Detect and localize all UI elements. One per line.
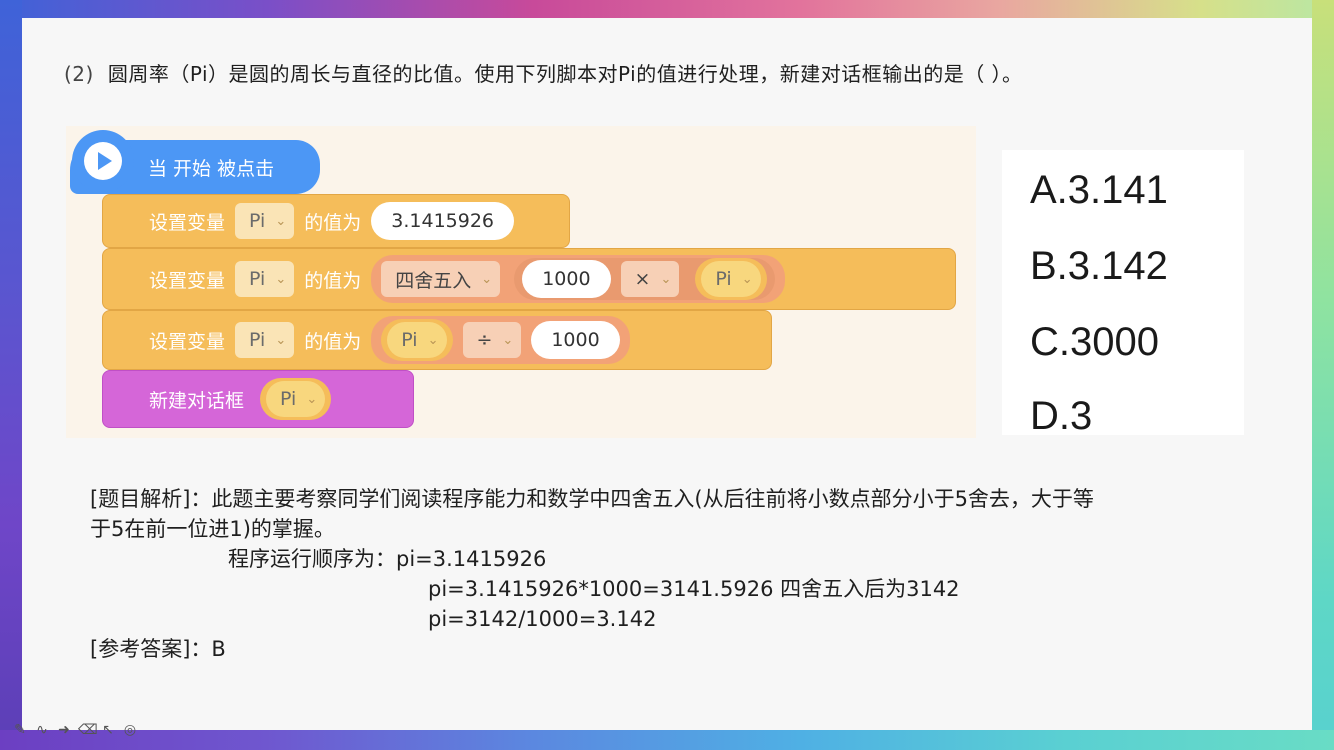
- chevron-down-icon: ⌄: [306, 391, 318, 407]
- reference-answer: [参考答案]：B: [90, 637, 226, 661]
- var-name: Pi: [249, 210, 266, 232]
- var-name: Pi: [280, 388, 297, 410]
- chevron-down-icon: ⌄: [275, 332, 287, 348]
- slide: (2) 圆周率（Pi）是圆的周长与直径的比值。使用下列脚本对Pi的值进行处理，新建…: [22, 18, 1312, 730]
- option-d[interactable]: D.3: [1030, 394, 1093, 438]
- annotation-toolbar: ✎ ∿ ➜ ⌫ ↖ ◎: [12, 722, 138, 738]
- var-dropdown[interactable]: Pi ⌄: [266, 381, 326, 417]
- run-order-step-2: pi=3.1415926*1000=3141.5926 四舍五入后为3142: [428, 577, 960, 601]
- value-input[interactable]: 3.1415926: [371, 202, 515, 240]
- hat-label: 当 开始 被点击: [148, 157, 275, 180]
- play-icon: [72, 130, 134, 192]
- set-variable-block-2[interactable]: 设置变量 Pi⌄ 的值为 四舍五入⌄ 1000 ×⌄ Pi⌄: [102, 248, 956, 310]
- value-of-label: 的值为: [304, 211, 362, 234]
- pi-reporter[interactable]: Pi ⌄: [381, 319, 453, 361]
- question-body: 圆周率（Pi）是圆的周长与直径的比值。使用下列脚本对Pi的值进行处理，新建对话框…: [107, 62, 1023, 86]
- question-text: (2) 圆周率（Pi）是圆的周长与直径的比值。使用下列脚本对Pi的值进行处理，新建…: [64, 58, 1023, 87]
- target-icon[interactable]: ◎: [123, 722, 137, 738]
- multiply-dropdown[interactable]: ×⌄: [620, 261, 680, 297]
- chevron-down-icon: ⌄: [660, 271, 672, 287]
- number-input[interactable]: 1000: [531, 321, 620, 359]
- run-order-step-1: pi=3.1415926: [396, 547, 547, 571]
- chevron-down-icon: ⌄: [741, 271, 753, 287]
- divide-symbol: ÷: [476, 329, 493, 351]
- var-dropdown[interactable]: Pi ⌄: [701, 261, 761, 297]
- chevron-down-icon: ⌄: [481, 271, 493, 287]
- run-order-label: 程序运行顺序为：pi=3.1415926: [228, 544, 546, 574]
- var-name: Pi: [401, 329, 418, 351]
- pi-reporter[interactable]: Pi ⌄: [260, 378, 332, 420]
- var-name: Pi: [249, 329, 266, 351]
- number-input[interactable]: 1000: [522, 260, 611, 298]
- var-name: Pi: [249, 268, 266, 290]
- eraser-icon[interactable]: ⌫: [78, 722, 98, 738]
- set-var-label: 设置变量: [149, 211, 226, 234]
- set-var-label: 设置变量: [149, 330, 226, 353]
- multiply-operator[interactable]: 1000 ×⌄ Pi⌄: [514, 258, 775, 300]
- chevron-down-icon: ⌄: [275, 213, 287, 229]
- var-dropdown[interactable]: Pi ⌄: [235, 322, 295, 358]
- chevron-down-icon: ⌄: [502, 332, 514, 348]
- analysis-line-2: 于5在前一位进1)的掌握。: [90, 517, 335, 541]
- frame-bottom: [0, 730, 1334, 750]
- pointer-icon[interactable]: ↖: [102, 722, 114, 738]
- chevron-down-icon: ⌄: [427, 332, 439, 348]
- value-of-label: 的值为: [304, 330, 362, 353]
- option-b[interactable]: B.3.142: [1030, 244, 1168, 288]
- pi-reporter[interactable]: Pi ⌄: [695, 258, 767, 300]
- var-dropdown[interactable]: Pi ⌄: [387, 322, 447, 358]
- value-of-label: 的值为: [304, 269, 362, 292]
- divide-dropdown[interactable]: ÷⌄: [462, 322, 522, 358]
- arrow-icon[interactable]: ➜: [58, 722, 70, 738]
- option-a[interactable]: A.3.141: [1030, 168, 1168, 212]
- pen-icon[interactable]: ✎: [14, 722, 26, 738]
- set-var-label: 设置变量: [149, 269, 226, 292]
- var-dropdown[interactable]: Pi ⌄: [235, 203, 295, 239]
- divide-operator[interactable]: Pi⌄ ÷⌄ 1000: [371, 316, 630, 364]
- round-operator[interactable]: 四舍五入⌄ 1000 ×⌄ Pi⌄: [371, 255, 785, 303]
- multiply-symbol: ×: [634, 268, 651, 290]
- answer-options: A.3.141 B.3.142 C.3000 D.3: [1002, 150, 1244, 438]
- set-variable-block-1[interactable]: 设置变量 Pi ⌄ 的值为 3.1415926: [102, 194, 570, 248]
- dialog-label: 新建对话框: [149, 389, 245, 412]
- curve-icon[interactable]: ∿: [36, 722, 48, 738]
- frame-right: [1312, 0, 1334, 750]
- set-variable-block-3[interactable]: 设置变量 Pi⌄ 的值为 Pi⌄ ÷⌄ 1000: [102, 310, 772, 370]
- var-dropdown[interactable]: Pi ⌄: [235, 261, 295, 297]
- round-label: 四舍五入: [395, 269, 472, 292]
- chevron-down-icon: ⌄: [275, 271, 287, 287]
- var-name: Pi: [715, 268, 732, 290]
- option-c[interactable]: C.3000: [1030, 320, 1159, 364]
- new-dialog-block[interactable]: 新建对话框 Pi ⌄: [102, 370, 414, 428]
- analysis-line-1: [题目解析]：此题主要考察同学们阅读程序能力和数学中四舍五入(从后往前将小数点部…: [90, 487, 1094, 511]
- question-number: (2): [64, 62, 94, 86]
- frame-left: [0, 0, 22, 750]
- round-dropdown[interactable]: 四舍五入 ⌄: [381, 261, 501, 297]
- run-order-label-text: 程序运行顺序为：: [228, 547, 396, 571]
- run-order-step-3: pi=3142/1000=3.142: [428, 607, 657, 631]
